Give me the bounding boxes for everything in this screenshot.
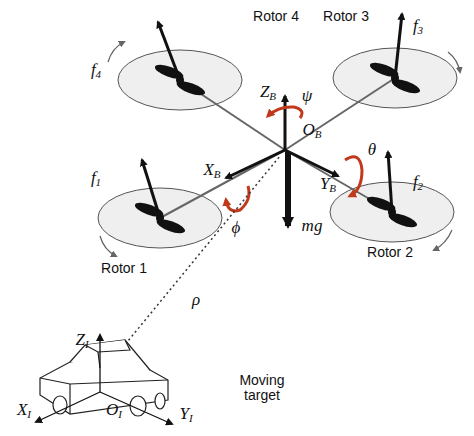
symbol-label: mg xyxy=(301,217,324,235)
part-label: Rotor 3 xyxy=(322,9,370,24)
part-label: Rotor 4 xyxy=(252,9,300,24)
part-label: Rotor 2 xyxy=(366,245,414,260)
part-label: Moving target xyxy=(230,373,294,402)
subscript: I xyxy=(85,338,89,350)
symbol-label: ρ xyxy=(191,291,201,309)
symbol-label: f1 xyxy=(90,169,102,187)
symbol-label: θ xyxy=(367,141,377,159)
symbol-label: ZB xyxy=(259,83,277,101)
subscript: 2 xyxy=(418,180,424,192)
subscript: I xyxy=(118,408,122,420)
symbol-label: ZI xyxy=(74,331,89,349)
subscript: B xyxy=(269,90,276,102)
symbol-label: OI xyxy=(105,401,123,419)
subscript: 3 xyxy=(418,24,424,36)
symbol-label: YB xyxy=(319,175,337,193)
symbol-label: OB xyxy=(301,121,322,139)
symbol-label: f3 xyxy=(412,17,424,35)
subscript: I xyxy=(189,412,193,424)
subscript: I xyxy=(27,408,31,420)
symbol-label: ϕ xyxy=(231,219,242,237)
symbol-label: XB xyxy=(202,161,221,179)
subscript: B xyxy=(214,168,221,180)
subscript: B xyxy=(329,182,336,194)
symbol-label: f4 xyxy=(90,61,102,79)
subscript: 1 xyxy=(96,176,102,188)
subscript: B xyxy=(315,128,322,140)
part-label: Rotor 1 xyxy=(100,261,148,276)
symbol-label: ψ xyxy=(301,87,314,105)
symbol-label: YI xyxy=(178,405,193,423)
symbol-label: XI xyxy=(16,401,32,419)
subscript: 4 xyxy=(96,68,102,80)
symbol-label: f2 xyxy=(412,173,424,191)
